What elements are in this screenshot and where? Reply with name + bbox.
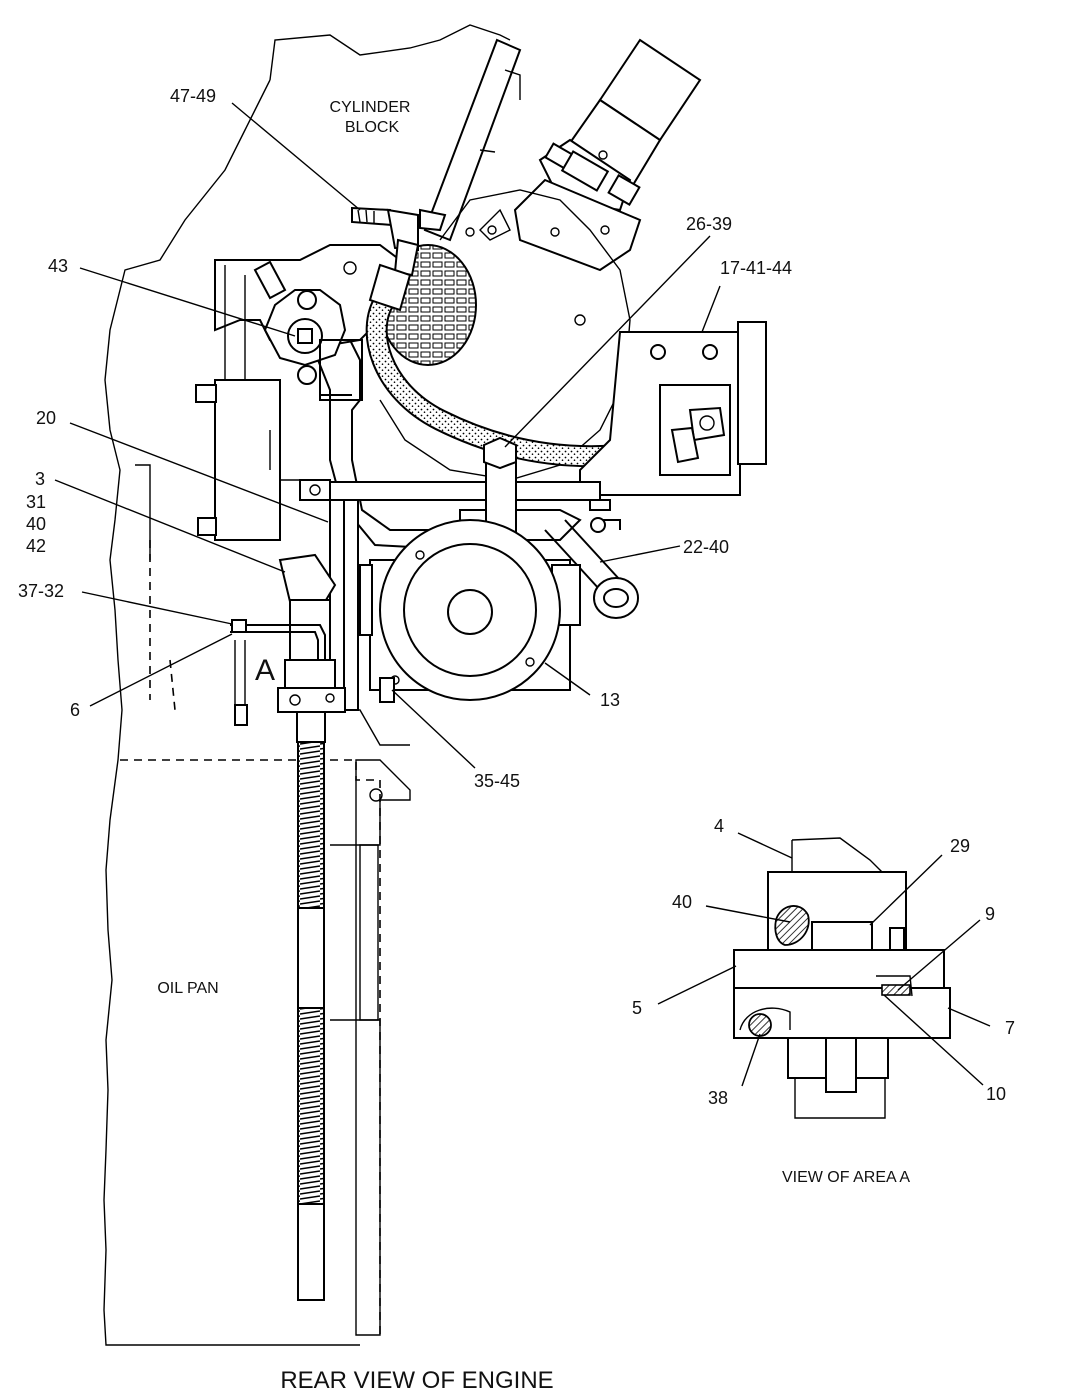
hose-fitting-47-49 — [351, 206, 447, 312]
detail-callout-4: 4 — [714, 816, 724, 836]
diagram-title: REAR VIEW OF ENGINE — [280, 1367, 553, 1394]
callout-40: 40 — [26, 514, 46, 534]
valve-body-43 — [263, 289, 347, 385]
cylinder-label-line2: BLOCK — [345, 119, 400, 136]
detail-callout-9: 9 — [985, 904, 995, 924]
oil-pan-label: OIL PAN — [157, 980, 218, 997]
detail-callout-40: 40 — [672, 892, 692, 912]
callout-42: 42 — [26, 536, 46, 556]
callout-37-32: 37-32 — [18, 581, 64, 601]
callout-22-40: 22-40 — [683, 537, 729, 557]
detail-callout-38: 38 — [708, 1088, 728, 1108]
detail-callout-5: 5 — [632, 998, 642, 1018]
detail-callout-7: 7 — [1005, 1018, 1015, 1038]
callout-13: 13 — [600, 690, 620, 710]
cylinder-label-line1: CYLINDER — [330, 99, 411, 116]
pump-13 — [359, 519, 581, 703]
detail-caption: VIEW OF AREA A — [782, 1169, 910, 1186]
dipstick-tube-upper — [423, 38, 522, 242]
area-a-marker: A — [255, 654, 275, 687]
dipstick-tube-lower — [296, 711, 326, 1301]
detail-callout-10: 10 — [986, 1084, 1006, 1104]
callout-47-49: 47-49 — [170, 86, 216, 106]
callout-35-45: 35-45 — [474, 771, 520, 791]
callout-26-39: 26-39 — [686, 214, 732, 234]
mounting-bracket-17-41-44 — [579, 321, 767, 496]
area-a-fittings: A — [230, 553, 346, 726]
detail-leader-lines — [657, 832, 991, 1087]
detail-callout-29: 29 — [950, 836, 970, 856]
callout-43: 43 — [48, 256, 68, 276]
callout-20: 20 — [36, 408, 56, 428]
elbow-tube-22-40 — [544, 519, 639, 619]
leader-lines — [54, 102, 721, 769]
callout-6: 6 — [70, 700, 80, 720]
callout-17-41-44: 17-41-44 — [720, 258, 792, 278]
oil-pan-flange — [330, 759, 411, 1336]
detail-view-area-a — [733, 837, 951, 1119]
callout-3: 3 — [35, 469, 45, 489]
callout-31: 31 — [26, 492, 46, 512]
starter-motor — [513, 38, 702, 272]
